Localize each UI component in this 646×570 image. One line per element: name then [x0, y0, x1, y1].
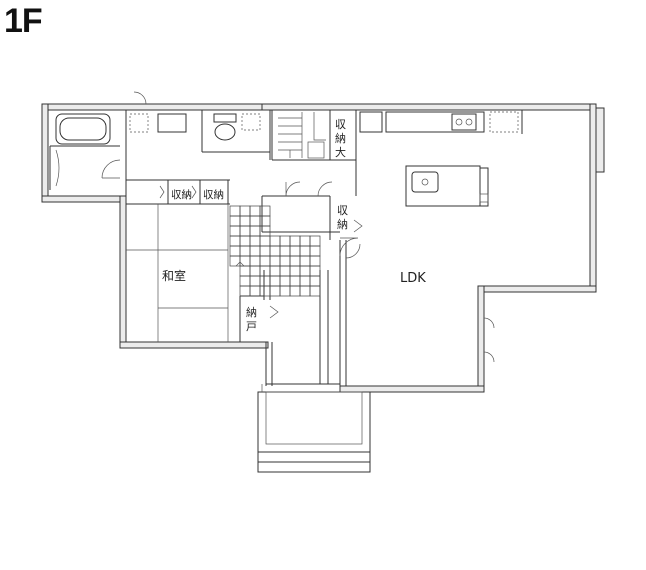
bath-wash-area [49, 145, 120, 190]
room-labels: LDK 和室 収 納 大 収 納 収納 収納 納 戸 [162, 118, 426, 333]
floor-label: 1F [4, 2, 43, 40]
kitchen-counter [359, 110, 523, 134]
storage-hall-char-2: 納 [337, 218, 348, 231]
toilet [213, 113, 261, 141]
storage-arrows [159, 185, 363, 319]
nando-char-1: 納 [246, 306, 257, 319]
staircase [278, 112, 326, 159]
washbasin [129, 113, 187, 133]
nando-char-2: 戸 [246, 320, 257, 333]
storage-large-char-2: 納 [335, 132, 346, 145]
exterior-walls [41, 103, 605, 393]
storage-large-char-3: 大 [335, 145, 346, 159]
closet-a-label: 収納 [171, 188, 192, 201]
closet-b-label: 収納 [203, 188, 224, 201]
kitchen-island [405, 165, 489, 207]
interior-walls [125, 110, 357, 392]
tatami [126, 204, 229, 342]
ldk-label: LDK [400, 271, 426, 286]
storage-large-char-1: 収 [335, 118, 346, 131]
door-swings [101, 91, 495, 431]
washitsu-label: 和室 [162, 268, 186, 283]
entrance-tile-grid [229, 205, 321, 297]
storage-hall-char-1: 収 [337, 204, 348, 217]
bathtub [55, 113, 111, 145]
entrance-porch [257, 384, 371, 473]
